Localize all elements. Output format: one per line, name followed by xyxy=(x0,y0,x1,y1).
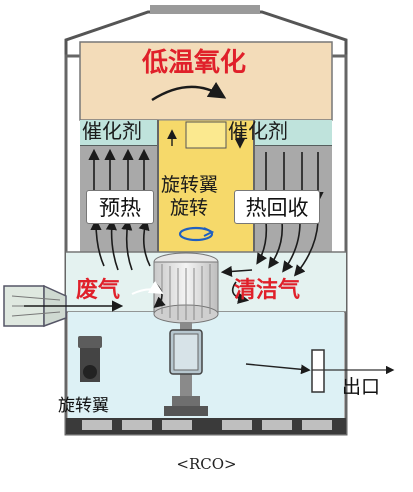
outlet-label: 出口 xyxy=(342,376,381,398)
low-temp-oxidation-label: 低温氧化 xyxy=(142,48,247,78)
heat-recovery-label-box: 热回收 xyxy=(234,190,320,224)
motor-label: 旋转翼 xyxy=(58,396,109,416)
drive-assembly xyxy=(164,322,208,416)
catalyst-right-band xyxy=(254,120,332,146)
rotor-drum xyxy=(153,252,219,324)
preheat-label-box: 预热 xyxy=(86,190,154,224)
catalyst-left-label: 催化剂 xyxy=(82,119,142,143)
rotor-label-line1: 旋转翼 xyxy=(161,174,219,196)
lower-zone xyxy=(68,312,344,418)
outlet-pipe xyxy=(311,349,395,393)
catalyst-right-label: 催化剂 xyxy=(228,119,288,143)
motor-icon xyxy=(78,336,102,382)
diagram-caption: <RCO> xyxy=(176,455,237,473)
clean-gas-label: 清洁气 xyxy=(234,278,301,303)
catalyst-left-band xyxy=(80,120,158,146)
waste-gas-label: 废气 xyxy=(76,278,121,303)
rotor-label-line2: 旋转 xyxy=(170,197,209,219)
roof-vent xyxy=(150,5,260,14)
low-temp-oxidation-zone xyxy=(79,41,333,121)
preheat-label: 预热 xyxy=(99,196,141,220)
heat-recovery-label: 热回收 xyxy=(245,196,309,220)
